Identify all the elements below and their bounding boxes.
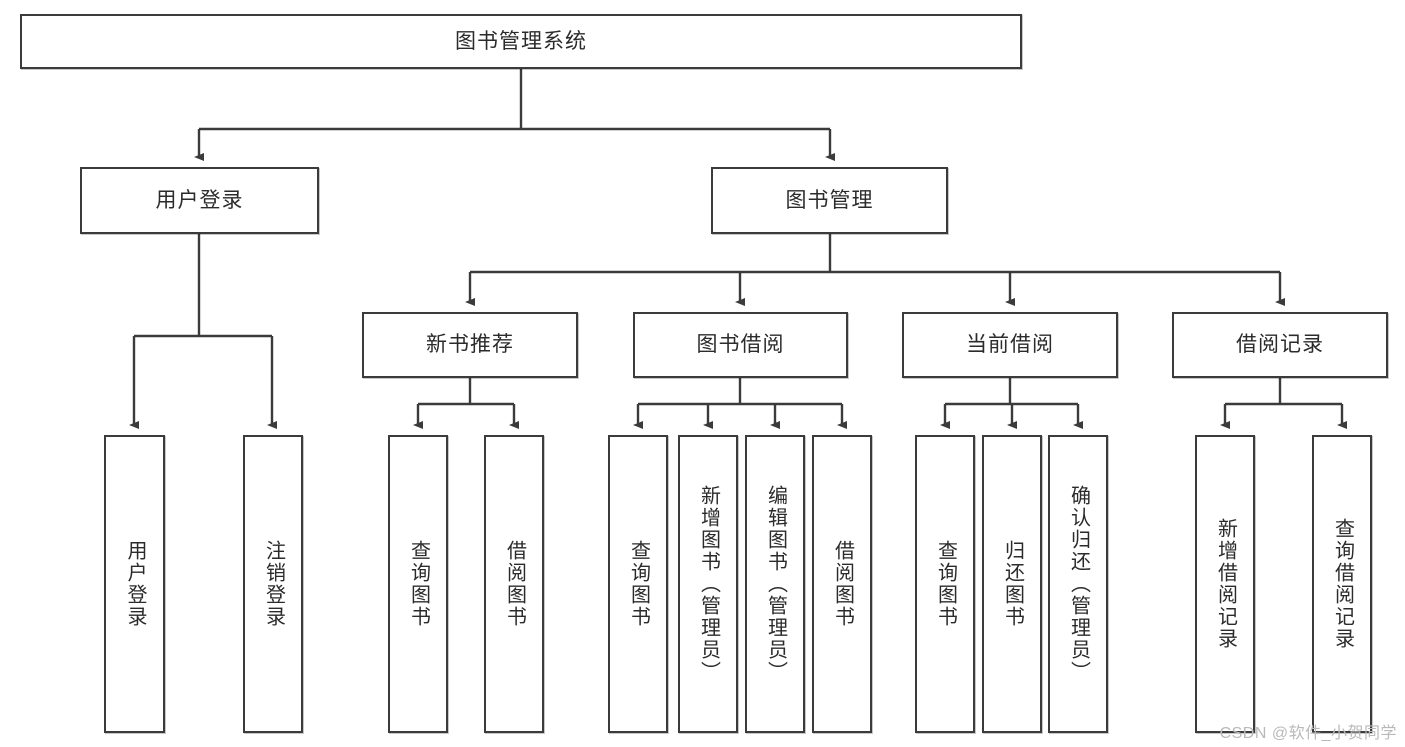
leaf-label: 用户登录: [124, 540, 146, 628]
leaf-label: 归还图书: [1001, 540, 1024, 628]
watermark: CSDN @软件_小贺同学: [1219, 725, 1397, 742]
node-book-borrow-label: 图书借阅: [696, 333, 785, 357]
node-new-book-recommend[interactable]: 新书推荐: [362, 312, 578, 378]
node-current-borrow[interactable]: 当前借阅: [902, 312, 1118, 378]
node-book-manage-label: 图书管理: [785, 188, 874, 212]
leaf-label: 查询图书: [934, 540, 957, 628]
leaf-user-login-login[interactable]: 用户登录: [104, 435, 165, 733]
node-book-borrow[interactable]: 图书借阅: [633, 312, 848, 378]
leaf-user-login-logout[interactable]: 注销登录: [243, 435, 303, 733]
leaf-label: 查询图书: [627, 540, 650, 628]
leaf-label: 查询图书: [407, 540, 430, 628]
leaf-borrow-record-add[interactable]: 新增借阅记录: [1195, 435, 1255, 733]
leaf-book-borrow-borrow[interactable]: 借阅图书: [812, 435, 872, 733]
node-book-manage[interactable]: 图书管理: [711, 167, 948, 234]
leaf-new-book-borrow[interactable]: 借阅图书: [484, 435, 544, 733]
leaf-book-borrow-query[interactable]: 查询图书: [608, 435, 668, 733]
leaf-label: 确认归还（管理员）: [1067, 485, 1090, 683]
leaf-label: 新增借阅记录: [1214, 518, 1237, 650]
node-root-label: 图书管理系统: [455, 29, 587, 53]
node-user-login[interactable]: 用户登录: [80, 167, 319, 234]
leaf-label: 借阅图书: [831, 540, 854, 628]
leaf-label: 借阅图书: [503, 540, 526, 628]
leaf-book-borrow-add[interactable]: 新增图书（管理员）: [678, 435, 738, 733]
leaf-label: 新增图书（管理员）: [697, 485, 720, 683]
leaf-label: 查询借阅记录: [1331, 518, 1354, 650]
leaf-borrow-record-query[interactable]: 查询借阅记录: [1312, 435, 1372, 733]
node-user-login-label: 用户登录: [155, 188, 244, 212]
leaf-current-borrow-confirm[interactable]: 确认归还（管理员）: [1048, 435, 1108, 733]
node-borrow-record[interactable]: 借阅记录: [1172, 312, 1388, 378]
node-root[interactable]: 图书管理系统: [20, 14, 1022, 69]
leaf-new-book-query[interactable]: 查询图书: [388, 435, 448, 733]
node-new-book-recommend-label: 新书推荐: [426, 333, 514, 357]
leaf-label: 编辑图书（管理员）: [764, 485, 787, 683]
leaf-book-borrow-edit[interactable]: 编辑图书（管理员）: [745, 435, 805, 733]
leaf-current-borrow-query[interactable]: 查询图书: [915, 435, 975, 733]
leaf-label: 注销登录: [262, 540, 285, 628]
node-borrow-record-label: 借阅记录: [1236, 333, 1324, 357]
leaf-current-borrow-return[interactable]: 归还图书: [982, 435, 1042, 733]
node-current-borrow-label: 当前借阅: [966, 333, 1054, 357]
